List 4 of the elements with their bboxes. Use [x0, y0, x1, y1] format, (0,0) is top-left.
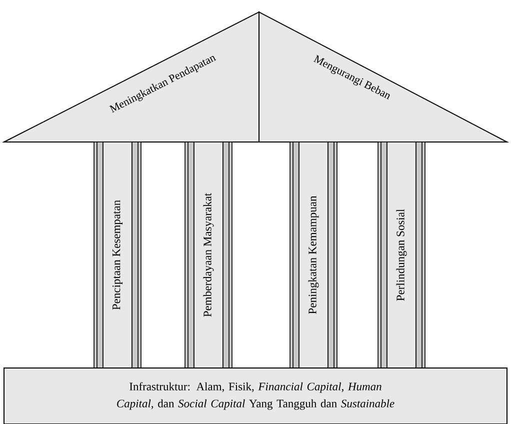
pillar: Penciptaan Kesempatan — [94, 142, 142, 368]
pillar: Peningkatan Kemampuan — [290, 142, 338, 368]
pillar: Perlindungan Sosial — [378, 142, 426, 368]
pillar: Pemberdayaan Masyarakat — [184, 142, 232, 368]
